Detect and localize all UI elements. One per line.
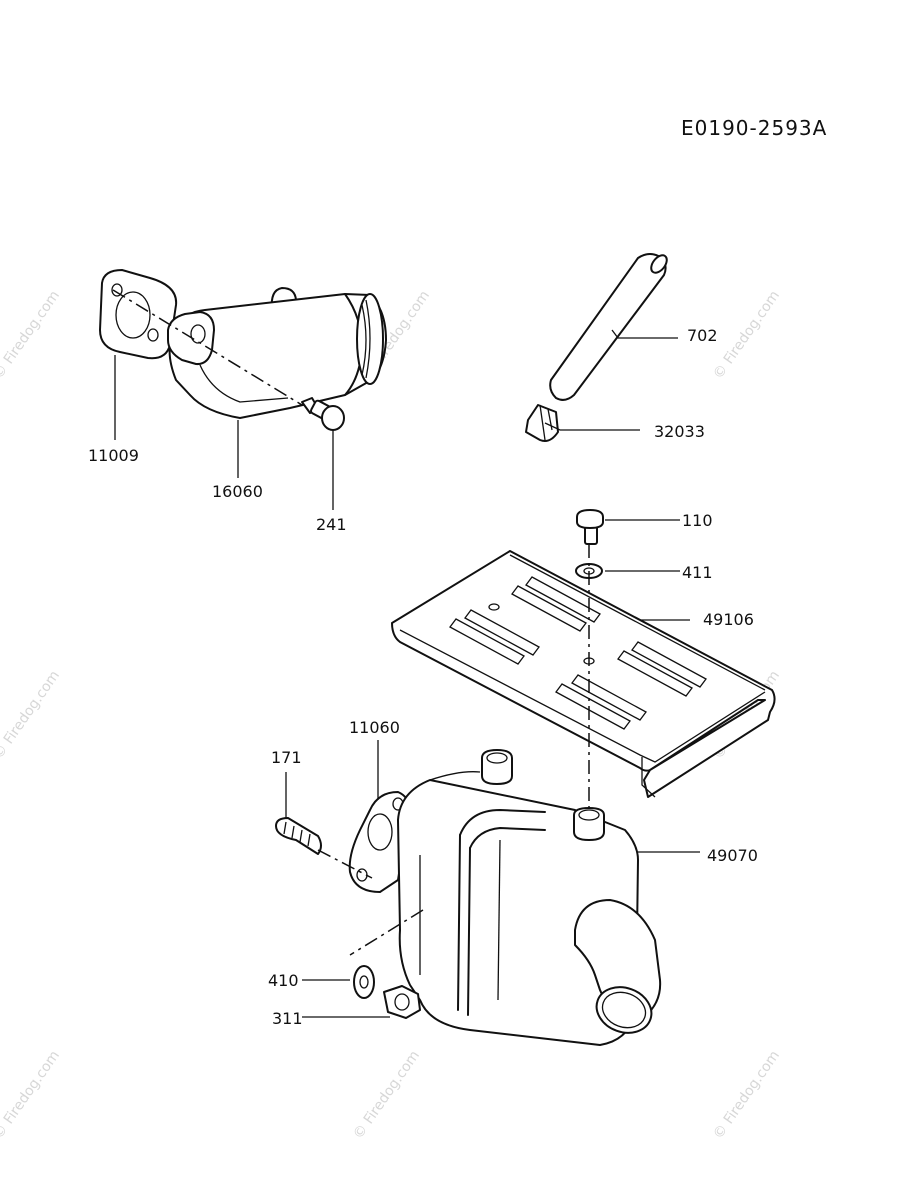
part-label-311: 311 — [272, 1009, 303, 1028]
mounting-axis-line — [112, 289, 303, 406]
part-gasket-11060 — [348, 791, 410, 893]
part-label-171: 171 — [271, 748, 302, 767]
part-label-110: 110 — [682, 511, 713, 530]
part-label-410: 410 — [268, 971, 299, 990]
watermark-text: © Firedog.com — [0, 668, 63, 762]
part-tube-702 — [549, 253, 668, 401]
watermark-text: © Firedog.com — [710, 288, 783, 382]
watermark-text: © Firedog.com — [0, 288, 63, 382]
stud-axis-line — [317, 849, 373, 879]
watermark-text: © Firedog.com — [0, 1048, 63, 1142]
part-label-32033: 32033 — [654, 422, 705, 441]
diagram-reference-code: E0190-2593A — [681, 116, 827, 140]
part-gasket-11009 — [99, 269, 178, 360]
part-label-16060: 16060 — [212, 482, 263, 501]
part-washer-410 — [353, 965, 375, 999]
part-label-49106: 49106 — [703, 610, 754, 629]
part-label-11060: 11060 — [349, 718, 400, 737]
part-label-241: 241 — [316, 515, 347, 534]
part-bolt-110 — [576, 509, 604, 545]
part-label-411: 411 — [682, 563, 713, 582]
part-heat-shield-49106 — [391, 550, 776, 798]
watermark-text: © Firedog.com — [350, 1048, 423, 1142]
part-labels: 11009 16060 241 702 32033 110 411 49106 … — [88, 326, 758, 1028]
part-label-49070: 49070 — [707, 846, 758, 865]
part-nut-311 — [383, 985, 421, 1019]
part-label-702: 702 — [687, 326, 718, 345]
watermark-text: © Firedog.com — [710, 1048, 783, 1142]
part-exhaust-pipe-16060 — [167, 287, 387, 419]
part-label-11009: 11009 — [88, 446, 139, 465]
leader-lines — [114, 329, 700, 1018]
part-muffler-49070 — [397, 749, 662, 1046]
part-bolt-241 — [301, 397, 345, 431]
part-clip-32033 — [525, 404, 559, 442]
part-stud-171 — [275, 817, 322, 855]
